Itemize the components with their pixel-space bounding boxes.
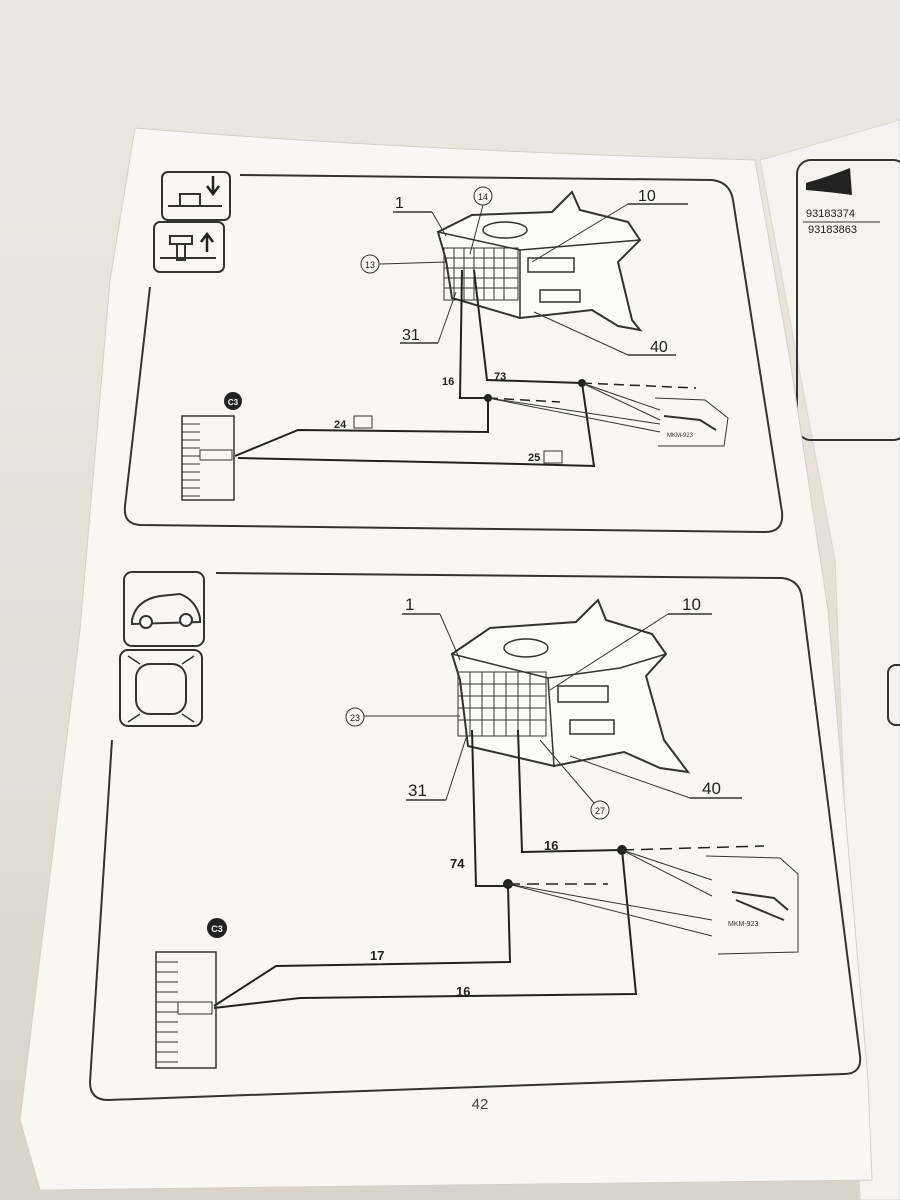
callout-10: 10 — [638, 188, 656, 205]
wire-16-upper: 16 — [442, 376, 454, 388]
wire-73: 73 — [494, 371, 506, 383]
wire-25: 25 — [528, 452, 540, 464]
part-number-2: 93183863 — [808, 224, 857, 236]
callout-40: 40 — [650, 339, 668, 356]
page-number: 42 — [471, 1096, 489, 1113]
callout-23: 23 — [350, 713, 360, 723]
car-top-icon — [135, 663, 187, 715]
connector-c3-lower: C3 — [155, 918, 227, 1069]
part-number-1: 93183374 — [806, 208, 855, 220]
lower-diagram: 1 10 23 27 31 40 — [88, 571, 862, 1102]
tool-label-lower: MKM-923 — [728, 921, 758, 928]
horn-icon — [806, 168, 852, 195]
tool-icon — [663, 415, 717, 431]
callout-10-lower: 10 — [682, 595, 701, 614]
callout-27: 27 — [595, 806, 605, 816]
wire-17: 17 — [370, 948, 384, 963]
lock-down-icon-box — [161, 171, 231, 221]
c3-label-upper: C3 — [228, 398, 239, 407]
c3-label-lower: C3 — [211, 924, 223, 934]
callout-13: 13 — [365, 260, 375, 270]
callout-31-lower: 31 — [408, 781, 427, 800]
body-control-module-lower — [450, 598, 691, 774]
wire-24: 24 — [334, 419, 347, 431]
wire-16-lower-top: 16 — [544, 838, 558, 853]
callout-1: 1 — [395, 195, 404, 212]
upper-diagram: 1 10 13 14 31 40 — [123, 171, 784, 534]
car-side-icon-box — [123, 571, 205, 647]
car-top-icon-box — [119, 649, 203, 727]
wire-74: 74 — [450, 856, 465, 871]
callout-1-lower: 1 — [405, 595, 414, 614]
tool-icon-lower — [731, 891, 789, 911]
wire-16-lower-bottom: 16 — [456, 984, 470, 999]
arrow-down-icon — [206, 176, 220, 197]
callout-31: 31 — [402, 327, 420, 344]
main-page-sheet — [19, 127, 873, 1191]
arrow-up-icon — [200, 231, 214, 252]
connector-c3-upper: C3 — [181, 392, 242, 501]
tool-label-upper: MKM-923 — [667, 433, 694, 439]
neighbor-page: 93183374 93183863 — [759, 119, 900, 1200]
lock-up-icon-box — [153, 221, 225, 273]
car-side-icon — [131, 592, 201, 626]
callout-14: 14 — [478, 192, 488, 202]
callout-40-lower: 40 — [702, 779, 721, 798]
